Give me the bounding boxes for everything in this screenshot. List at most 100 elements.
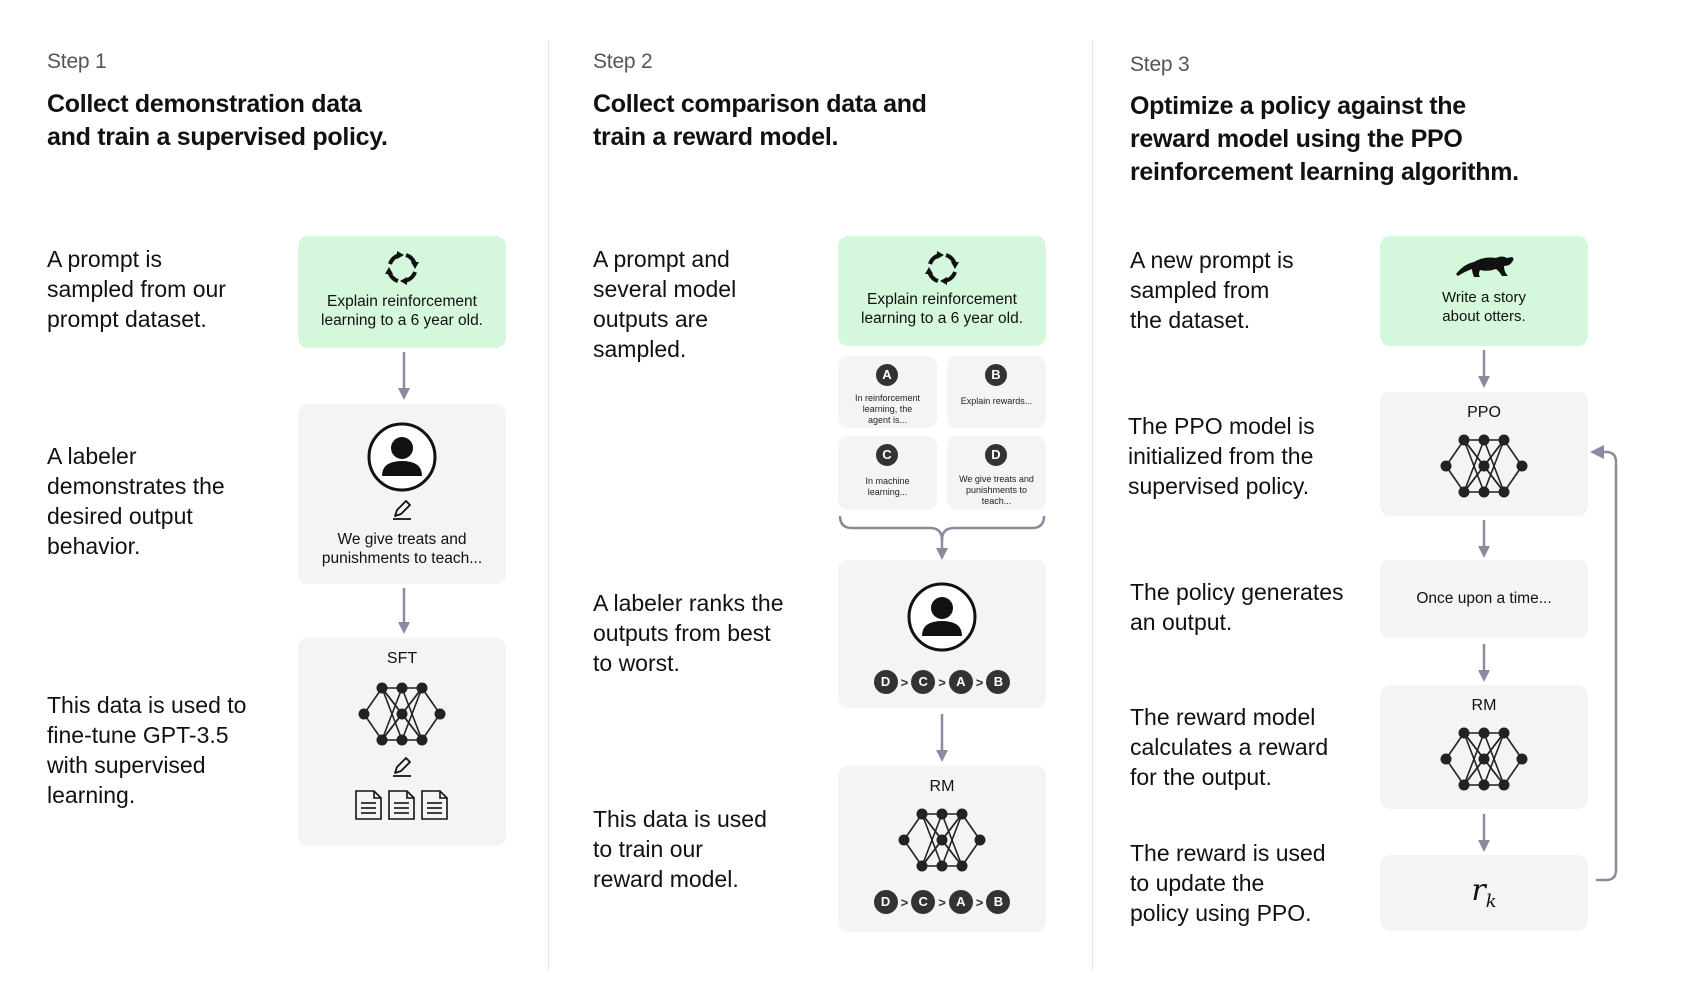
desc-line: sampled. [593,336,687,362]
desc-line: The PPO model is [1128,413,1315,439]
desc-line: several model [593,276,737,302]
nn-node [1516,460,1528,472]
desc-line: behavior. [47,533,141,559]
neural-network-icon [1440,434,1528,498]
step3-desc-reward: The reward model calculates a reward for… [1130,702,1328,792]
desc-line: supervised policy. [1128,473,1310,499]
step3-output-box: Once upon a time... [1380,560,1588,638]
prompt-line: Write a story [1442,289,1526,306]
step3-title-line: reinforcement learning algorithm. [1130,158,1519,186]
cycle-icon [385,251,419,285]
nn-node [376,734,388,746]
arrow-down [398,588,410,634]
step2-title-line: Collect comparison data and [593,90,927,118]
desc-line: fine-tune GPT-3.5 [47,722,229,748]
nn-node [1440,753,1452,765]
output-card-d: D We give treats and punishments to teac… [947,436,1046,510]
output-line: We give treats and [959,474,1034,484]
neural-network-icon [1440,727,1528,791]
step3-desc-generates: The policy generates an output. [1130,577,1344,637]
step2-title-line: train a reward model. [593,123,839,151]
desc-line: prompt dataset. [47,306,207,332]
output-letter: D [985,444,1007,466]
nn-node [1440,460,1452,472]
labeler-line: We give treats and [337,531,467,548]
output-letter: C [876,444,898,466]
output-letter: B [985,364,1007,386]
desc-line: This data is used [593,806,767,832]
nn-node [956,808,968,820]
nn-node [376,682,388,694]
step1-desc-finetune: This data is used to fine-tune GPT-3.5 w… [47,690,246,810]
merge-bracket [838,515,1046,560]
desc-line: reward model. [593,866,739,892]
step1-desc-labeler: A labeler demonstrates the desired outpu… [47,441,225,561]
prompt-line: Explain reinforcement [867,291,1017,308]
desc-line: The policy generates [1130,579,1344,605]
rank-separator: > [900,674,909,690]
nn-node [1478,486,1490,498]
step2-desc-sampled: A prompt and several model outputs are s… [593,244,736,364]
step1-labeler-text: We give treats and punishments to teach.… [298,530,506,568]
rank-badge: D [873,670,898,694]
nn-node [1478,779,1490,791]
divider-1 [548,40,549,970]
step1-sft-box: SFT [298,638,506,846]
rank-separator: > [975,674,984,690]
nn-node [1498,434,1510,446]
reward-subscript: k [1485,891,1497,912]
desc-line: an output. [1130,609,1233,635]
desc-line: This data is used to [47,692,247,718]
rm-label: RM [1471,697,1497,714]
step3-title-line: reward model using the PPO [1130,125,1463,153]
output-line: In machine [865,476,910,486]
arrow-down [936,714,948,762]
rank-badge: B [986,670,1011,694]
desc-line: A prompt is [47,246,163,272]
step3-desc-prompt: A new prompt is sampled from the dataset… [1130,245,1294,335]
output-letter: A [876,364,898,386]
step1-labeler-box: We give treats and punishments to teach.… [298,404,506,584]
arrow-down [1478,814,1490,852]
arrow-down [1478,520,1490,558]
nn-node [434,708,446,720]
person-icon [367,422,437,492]
desc-line: A prompt and [593,246,730,272]
rank-badge: A [948,890,973,914]
rm-label: RM [929,778,955,795]
desc-line: to update the [1130,870,1265,896]
step1-title-line: and train a supervised policy. [47,123,388,151]
nn-node [916,860,928,872]
step2-ranking-box: D > C > A > B [838,560,1046,708]
output-text: We give treats and punishments to teach.… [951,474,1042,507]
ranking-row: D > C > A > B [838,890,1046,914]
nn-node [358,708,370,720]
desc-line: demonstrates the [47,473,225,499]
nn-node [936,860,948,872]
desc-line: to worst. [593,650,680,676]
output-card-a: A In reinforcement learning, the agent i… [838,356,937,428]
step1-label: Step 1 [47,50,107,73]
nn-node [1458,434,1470,446]
rank-separator: > [975,894,984,910]
nn-node [974,834,986,846]
step1-title: Collect demonstration data and train a s… [47,88,487,154]
pencil-icon [393,500,411,520]
desc-line: The reward model [1130,704,1316,730]
desc-line: calculates a reward [1130,734,1329,760]
output-line: learning, the [862,404,913,414]
output-text: Explain rewards... [951,396,1042,407]
step2-prompt-box: Explain reinforcement learning to a 6 ye… [838,236,1046,346]
nn-node [1498,486,1510,498]
desc-line: outputs from best [593,620,771,646]
rank-badge: A [948,670,973,694]
desc-line: desired output [47,503,193,529]
otter-icon [1456,256,1514,277]
output-line: agent is... [867,415,908,425]
nn-node [1478,727,1490,739]
output-card-c: C In machine learning... [838,436,937,510]
arrow-down [1478,350,1490,388]
step2-rm-box: RM D > C > A > B [838,766,1046,932]
nn-node [916,808,928,820]
